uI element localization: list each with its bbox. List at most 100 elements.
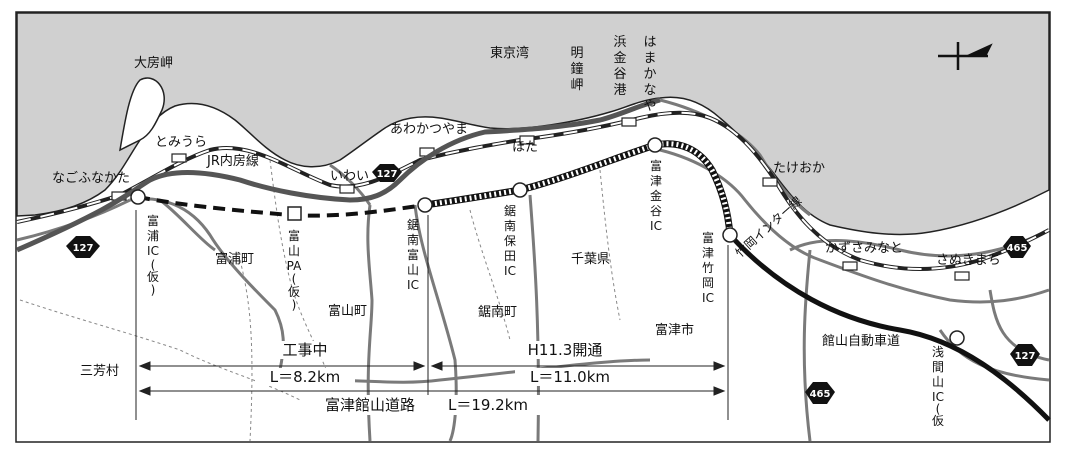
north-arrow-icon [938, 42, 993, 70]
svg-text:(: ( [936, 402, 941, 416]
section-dimensions [135, 210, 729, 420]
oofusa-cape [119, 77, 165, 152]
svg-text:IC: IC [650, 219, 662, 233]
cape-myogane: 明 鐘 岬 [570, 46, 583, 93]
station-nagofunakata: なごふなかた [52, 170, 130, 186]
label-bg-construction [270, 341, 340, 359]
svg-text:IC: IC [147, 244, 159, 258]
route-shield-127-west: 127 [66, 236, 100, 258]
ic-kyonan-hota: 鋸 南 保 田 IC [504, 203, 516, 278]
local-roads [16, 98, 1050, 442]
ic-futtsu-kanaya: 富 津 金 谷 IC [650, 158, 662, 233]
station-tomiura: とみうら [155, 135, 207, 150]
svg-text:な: な [643, 83, 656, 98]
svg-text:津: 津 [650, 174, 662, 188]
svg-text:谷: 谷 [613, 67, 626, 82]
railway-label: JR内房線 [206, 153, 259, 169]
road-name: 富津館山道路 [325, 396, 415, 414]
svg-text:金: 金 [613, 50, 626, 66]
svg-text:浜: 浜 [613, 35, 626, 50]
svg-text:): ) [151, 283, 156, 297]
station-awakatsuyama: あわかつやま [390, 122, 468, 137]
station-kazusaminato: かずさみなと [825, 241, 903, 256]
svg-text:港: 港 [613, 83, 626, 98]
ic-futtsu-takeoka: 富 津 竹 岡 IC [702, 230, 714, 305]
svg-text:IC: IC [407, 278, 419, 292]
label-bg-opened [520, 341, 610, 359]
tokyo-bay [16, 12, 1050, 236]
route-127-main [15, 97, 661, 253]
svg-text:富: 富 [702, 230, 714, 245]
svg-text:仮: 仮 [288, 285, 300, 299]
cape-oofusa: 大房岬 [134, 55, 173, 71]
svg-text:保: 保 [504, 234, 516, 248]
svg-text:465: 465 [810, 389, 831, 400]
svg-text:田: 田 [504, 249, 516, 263]
ic-markers [130, 137, 965, 346]
label-bg-opened-length [515, 368, 625, 386]
station-markers [111, 117, 970, 281]
pa-tomiyama: 富 山 PA ( 仮 ) [287, 228, 302, 312]
svg-text:鋸: 鋸 [504, 203, 516, 218]
svg-text:津: 津 [702, 246, 714, 260]
svg-text:127: 127 [377, 169, 398, 180]
svg-text:ま: ま [643, 51, 656, 66]
route-shield-465-south: 465 [805, 382, 835, 404]
svg-text:か: か [643, 67, 656, 82]
svg-text:や: や [643, 99, 656, 114]
section-opened-status: H11.3開通 [528, 341, 603, 359]
station-takeoka: たけおか [773, 161, 825, 176]
village-miyoshi: 三芳村 [80, 364, 119, 379]
svg-text:PA: PA [287, 259, 302, 273]
city-futtsu: 富津市 [655, 322, 694, 338]
prefecture-chiba: 千葉県 [571, 252, 610, 267]
svg-text:岡: 岡 [702, 276, 714, 290]
svg-text:(: ( [292, 272, 297, 286]
road-total-length: L＝19.2km [448, 396, 528, 414]
label-bg-total [320, 395, 545, 415]
svg-text:IC: IC [504, 264, 516, 278]
pa-marker [287, 206, 302, 221]
ic-kyonan-tomiyama: 鋸 南 富 山 IC [407, 217, 419, 292]
svg-text:IC: IC [932, 390, 944, 404]
station-hota: ほた [512, 140, 538, 155]
svg-text:465: 465 [1007, 243, 1028, 254]
station-hamakanaya: は ま か な や [643, 35, 656, 114]
svg-text:南: 南 [504, 218, 516, 233]
svg-text:間: 間 [932, 360, 944, 374]
route-shield-127-east: 127 [1010, 344, 1040, 366]
svg-text:南: 南 [407, 232, 419, 247]
svg-text:仮: 仮 [932, 414, 944, 428]
route-shield-127-center: 127 [372, 164, 402, 182]
svg-text:鐘: 鐘 [570, 61, 583, 77]
section-construction-length: L＝8.2km [270, 368, 341, 386]
svg-text:谷: 谷 [650, 204, 662, 218]
sea-label: 東京湾 [490, 45, 529, 61]
route-shield-465-east: 465 [1003, 236, 1031, 258]
section-construction-status: 工事中 [282, 341, 327, 359]
svg-text:山: 山 [407, 263, 419, 277]
ic-tomiura: 富 浦 IC ( 仮 ) [147, 213, 159, 297]
label-bg-construction-length [255, 368, 355, 386]
town-kyonan: 鋸南町 [478, 304, 517, 320]
svg-text:127: 127 [1015, 351, 1036, 362]
svg-text:仮: 仮 [147, 270, 159, 284]
svg-text:山: 山 [288, 244, 300, 258]
svg-text:IC: IC [702, 291, 714, 305]
svg-text:は: は [643, 35, 656, 50]
svg-text:鋸: 鋸 [407, 217, 419, 232]
svg-text:富: 富 [288, 228, 300, 243]
svg-text:浦: 浦 [147, 229, 159, 243]
tateyama-expressway [728, 233, 1051, 422]
ic-asamayama: 浅 間 山 IC ( 仮 [932, 345, 944, 428]
town-tomiyama: 富山町 [328, 303, 367, 319]
svg-text:(: ( [151, 258, 156, 272]
town-tomiura: 富浦町 [215, 251, 254, 267]
svg-text:竹: 竹 [702, 261, 714, 275]
svg-text:): ) [292, 298, 297, 312]
svg-text:岬: 岬 [570, 78, 583, 93]
svg-text:127: 127 [73, 243, 94, 254]
section-opened-length: L＝11.0km [530, 368, 610, 386]
svg-text:富: 富 [147, 213, 159, 228]
